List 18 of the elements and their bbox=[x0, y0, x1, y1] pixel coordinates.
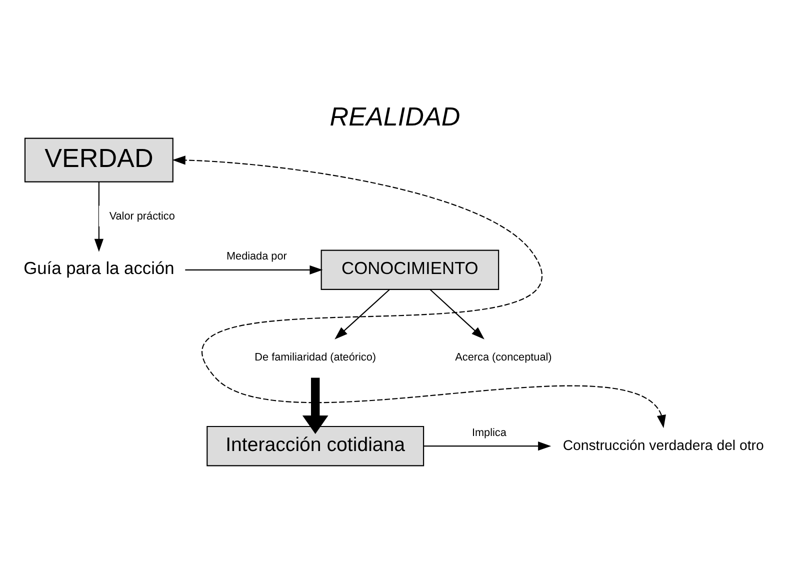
node-text: De familiaridad (ateórico) bbox=[254, 352, 376, 364]
arrow bbox=[94, 182, 104, 252]
node-text: Construcción verdadera del otro bbox=[562, 436, 764, 453]
edge-label: Valor práctico bbox=[109, 210, 175, 222]
arrow bbox=[302, 378, 328, 434]
arrow bbox=[172, 156, 666, 428]
arrow bbox=[424, 442, 552, 451]
node-text: Acerca (conceptual) bbox=[455, 352, 552, 364]
edge-label: Mediada por bbox=[226, 250, 287, 263]
edge-label: Implica bbox=[472, 426, 506, 439]
node-text: Guía para la acción bbox=[24, 258, 174, 278]
diagram-title: REALIDAD bbox=[330, 101, 460, 132]
node-box: Interacción cotidiana bbox=[206, 426, 424, 466]
arrow bbox=[334, 289, 390, 340]
node-box: CONOCIMIENTO bbox=[320, 250, 500, 290]
node-box: VERDAD bbox=[24, 138, 174, 182]
arrow bbox=[185, 265, 323, 274]
arrow bbox=[430, 289, 484, 340]
